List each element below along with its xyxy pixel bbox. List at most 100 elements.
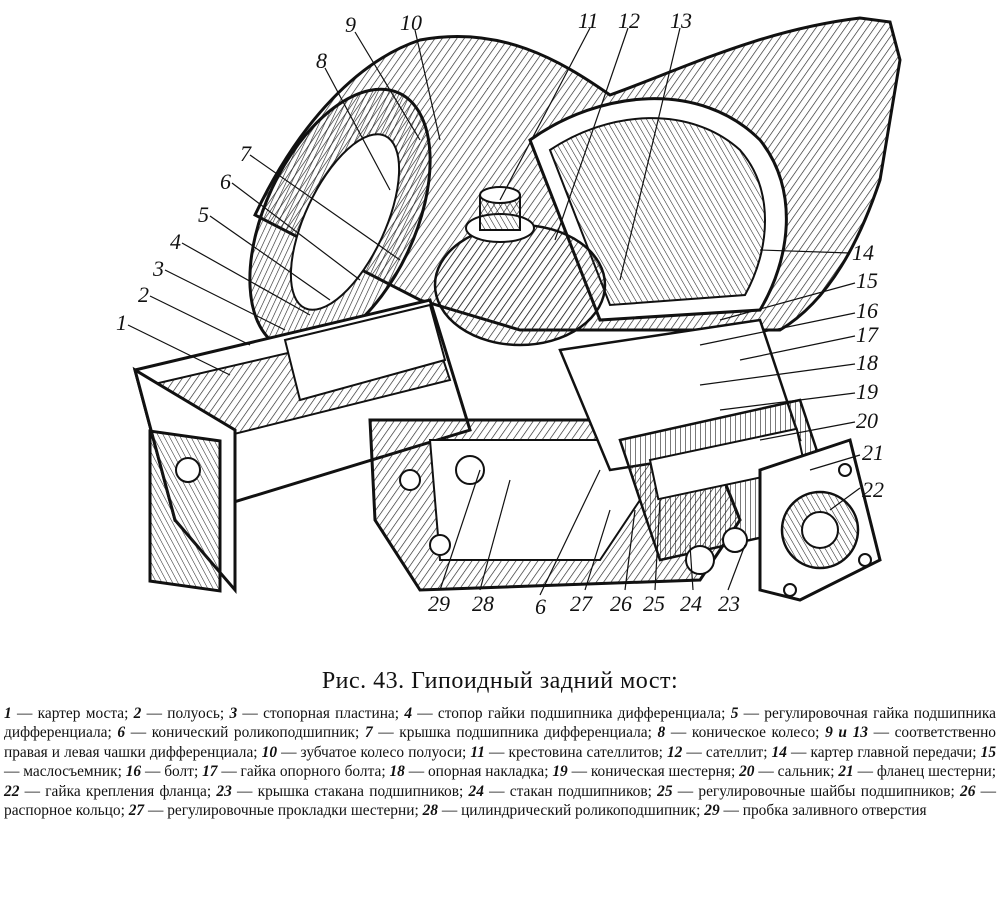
- legend-text: — регулировочная гайка подшипника диффер…: [4, 705, 996, 742]
- legend-text: — гайка крепления фланца;: [19, 782, 217, 800]
- legend-text: — соответственно правая и левая чашки ди…: [4, 724, 997, 761]
- legend-number: 28: [422, 802, 438, 820]
- differential: [433, 186, 607, 347]
- legend-entry: 26 — распорное кольцо;: [4, 783, 996, 819]
- legend-number: 21: [838, 763, 854, 781]
- legend-text: — крышка стакана подшипников;: [231, 782, 469, 800]
- callout-numbers: 1 2 3 4 5 6 7 8 9 10 11 12 13 14 15 16 1…: [116, 8, 884, 619]
- legend-text: — сальник;: [754, 763, 839, 781]
- legend-number: 8: [657, 724, 666, 742]
- legend-entry: 28 — цилиндрический роликоподшипник;: [423, 802, 705, 819]
- axle-drawing: 1 2 3 4 5 6 7 8 9 10 11 12 13 14 15 16 1…: [116, 8, 902, 619]
- legend-text: — распорное кольцо;: [4, 782, 997, 820]
- legend-entry: 2 — полуось;: [134, 705, 230, 722]
- legend-number: 27: [128, 802, 145, 820]
- legend-entry: 5 — регулировочная гайка подшипника дифф…: [4, 705, 996, 741]
- callout-9: 9: [345, 12, 356, 37]
- legend-number: 25: [657, 782, 673, 800]
- legend-text: — регулировочные прокладки шестерни;: [144, 802, 423, 820]
- callout-10: 10: [400, 10, 422, 35]
- legend-entry: 29 — пробка заливного отверстия: [704, 802, 926, 819]
- legend-number: 7: [364, 724, 373, 742]
- callout-6-top: 6: [220, 169, 231, 194]
- legend-text: — маслосъемник;: [4, 763, 126, 781]
- legend-number: 19: [552, 763, 568, 781]
- callout-13: 13: [670, 8, 692, 33]
- legend-entry: 1 — картер моста;: [4, 705, 134, 722]
- callout-18: 18: [856, 350, 878, 375]
- legend-number: 9 и 13: [825, 724, 868, 742]
- legend-number: 17: [202, 763, 218, 781]
- legend-entry: 20 — сальник;: [739, 763, 838, 780]
- legend-number: 4: [404, 705, 413, 722]
- callout-4: 4: [170, 229, 181, 254]
- callout-24: 24: [680, 591, 702, 616]
- legend-text: — стопор гайки подшипника дифференциала;: [412, 705, 731, 722]
- callout-23: 23: [718, 591, 740, 616]
- legend-text: — коническое колесо;: [665, 724, 826, 742]
- callout-8: 8: [316, 48, 327, 73]
- legend-text: — пробка заливного отверстия: [719, 802, 927, 820]
- legend-number: 10: [261, 743, 278, 761]
- legend-text: — конический роликоподшипник;: [125, 724, 365, 742]
- callout-22: 22: [862, 477, 884, 502]
- legend-text: — цилиндрический роликоподшипник;: [437, 802, 705, 820]
- legend-number: 14: [771, 743, 787, 761]
- legend-text: — коническая шестерня;: [567, 763, 740, 781]
- legend-number: 3: [229, 705, 238, 722]
- legend-entry: 24 — стакан подшипников;: [469, 783, 658, 800]
- legend-text: — полуось;: [141, 705, 230, 722]
- callout-27: 27: [570, 591, 593, 616]
- callout-6-bottom: 6: [535, 594, 546, 619]
- callout-3: 3: [152, 256, 164, 281]
- legend-entry: 8 — коническое колесо;: [658, 724, 826, 741]
- legend-text: — стакан подшипников;: [483, 782, 658, 800]
- legend-number: 16: [125, 763, 142, 781]
- figure-caption-title: Рис. 43. Гипоидный задний мост:: [321, 668, 679, 694]
- legend-number: 5: [730, 705, 739, 722]
- legend-number: 12: [666, 743, 683, 761]
- legend-text: — зубчатое колесо полуоси;: [277, 743, 471, 761]
- axle-housing: [132, 298, 472, 595]
- callout-12: 12: [618, 8, 640, 33]
- callout-28: 28: [472, 591, 494, 616]
- callout-1: 1: [116, 310, 127, 335]
- legend-text: — картер главной передачи;: [786, 743, 981, 761]
- callout-16: 16: [856, 298, 878, 323]
- legend-text: — стопорная пластина;: [237, 705, 405, 722]
- legend-entry: 19 — коническая шестерня;: [552, 763, 739, 780]
- legend-entry: 15 — маслосъемник;: [4, 744, 996, 780]
- legend-number: 23: [216, 782, 232, 800]
- legend-entry: 11 — крестовина сателлитов;: [470, 744, 667, 761]
- callout-11: 11: [578, 8, 598, 33]
- legend-number: 6: [117, 724, 126, 742]
- legend-text: — картер моста;: [11, 705, 134, 722]
- legend-number: 20: [739, 763, 755, 781]
- callout-26: 26: [610, 591, 632, 616]
- legend-number: 18: [389, 763, 405, 781]
- legend-entry: 21 — фланец шестерни;: [838, 763, 996, 780]
- callout-2: 2: [138, 282, 149, 307]
- callout-5: 5: [198, 202, 209, 227]
- legend-entry: 27 — регулировочные прокладки шестерни;: [129, 802, 423, 819]
- legend-text: — крестовина сателлитов;: [484, 743, 667, 761]
- legend-number: 1: [4, 705, 12, 722]
- legend-number: 24: [468, 782, 484, 800]
- legend-entry: 17 — гайка опорного болта;: [202, 763, 389, 780]
- pinion-assembly: [558, 318, 882, 602]
- legend-entry: 4 — стопор гайки подшипника дифференциал…: [404, 705, 730, 722]
- legend-entry: 18 — опорная накладка;: [389, 763, 552, 780]
- legend-text: — болт;: [141, 763, 203, 781]
- legend-number: 29: [704, 802, 720, 820]
- legend-entry: 10 — зубчатое колесо полуоси;: [262, 744, 471, 761]
- legend-entry: 16 — болт;: [126, 763, 202, 780]
- legend-number: 11: [470, 743, 485, 761]
- callout-7: 7: [240, 141, 252, 166]
- callout-25: 25: [643, 591, 665, 616]
- callout-15: 15: [856, 268, 878, 293]
- callout-14: 14: [852, 240, 874, 265]
- callout-20: 20: [856, 408, 878, 433]
- callout-29: 29: [428, 591, 450, 616]
- legend-number: 15: [980, 743, 997, 761]
- legend-text: — фланец шестерни;: [853, 763, 996, 781]
